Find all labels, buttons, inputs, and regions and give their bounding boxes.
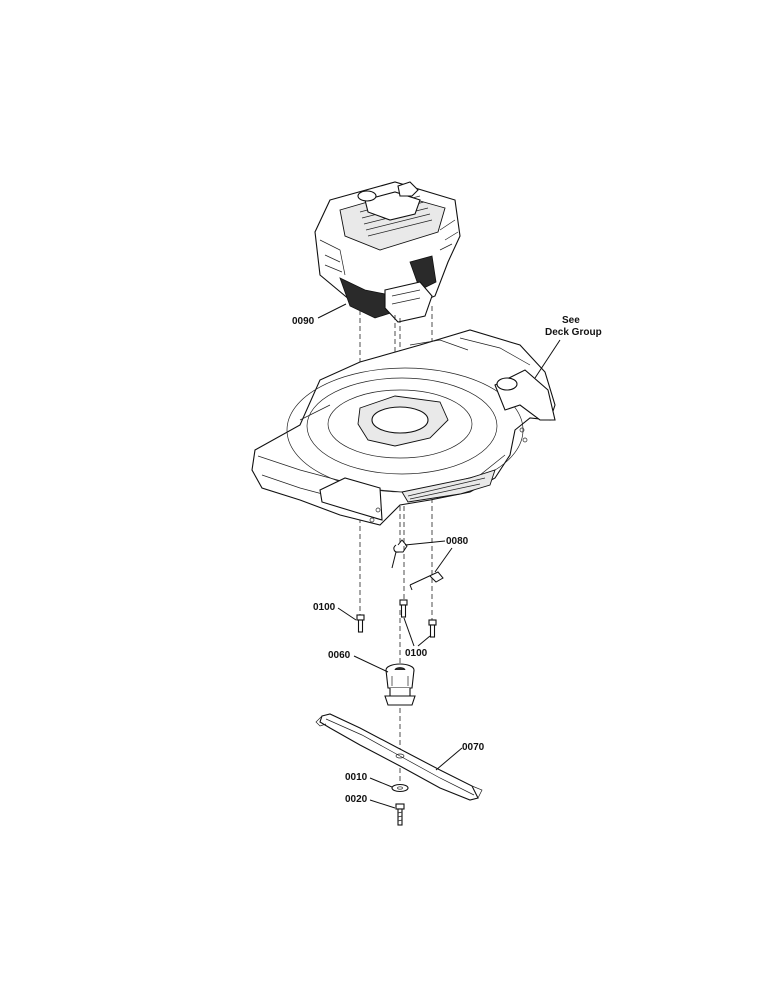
engine-assembly: [314, 181, 461, 323]
blade-bolt-label: 0020: [345, 794, 368, 805]
washer-label: 0010: [345, 772, 368, 783]
bolt-right-label: 0100: [405, 648, 428, 659]
adapter-label: 0060: [328, 650, 351, 661]
deck-group-label: Deck Group: [545, 327, 602, 338]
blade-washer: [391, 783, 409, 793]
see-label: See: [562, 315, 580, 326]
spring-parts: [391, 539, 444, 591]
blade-label: 0070: [462, 742, 485, 753]
blade-bolt: [395, 803, 405, 826]
engine-bolts: [356, 599, 437, 638]
bolt-left-label: 0100: [313, 602, 336, 613]
mower-deck: [251, 329, 556, 526]
mower-blade: [315, 713, 483, 801]
engine-label: 0090: [292, 316, 315, 327]
spring-label: 0080: [446, 536, 469, 547]
blade-adapter: [384, 663, 416, 706]
